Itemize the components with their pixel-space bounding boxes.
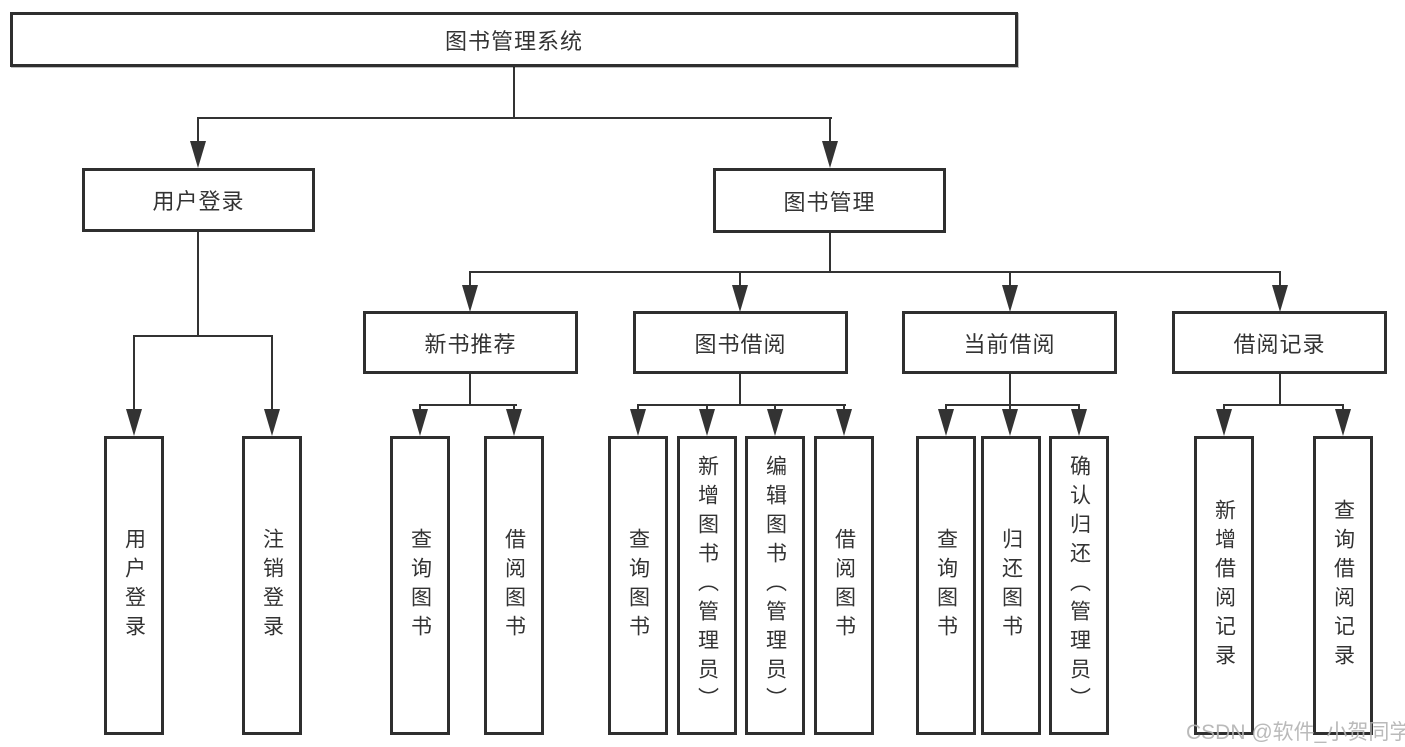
node-user-login: 用户登录: [82, 168, 315, 232]
leaf-query-books-recommend: 查询图书: [390, 436, 450, 735]
connector-line: [197, 231, 199, 337]
arrow-down-icon: [699, 409, 715, 436]
connector-line: [469, 373, 471, 406]
arrow-down-icon: [264, 409, 280, 436]
arrow-down-icon: [1071, 409, 1087, 436]
arrow-down-icon: [412, 409, 428, 436]
connector-line: [945, 404, 1080, 406]
leaf-user-login: 用户登录: [104, 436, 164, 735]
leaf-query-borrow-record: 查询借阅记录: [1313, 436, 1373, 735]
connector-line: [739, 271, 741, 287]
connector-line: [469, 271, 1281, 273]
node-label: 用户登录: [122, 527, 146, 644]
csdn-watermark: CSDN @软件_小贺同学: [1186, 721, 1405, 744]
connector-line: [271, 335, 273, 411]
arrow-down-icon: [822, 141, 838, 168]
leaf-confirm-return-admin: 确认归还（管理员）: [1049, 436, 1109, 735]
node-label: 借阅记录: [1233, 331, 1326, 357]
node-label: 借阅图书: [502, 527, 526, 644]
connector-line: [469, 271, 471, 287]
node-label: 新增借阅记录: [1212, 498, 1236, 673]
node-new-book-recommendation: 新书推荐: [363, 311, 578, 374]
node-label: 新书推荐: [424, 331, 517, 357]
node-label: 查询借阅记录: [1331, 498, 1355, 673]
node-label: 图书借阅: [694, 331, 787, 357]
connector-line: [1009, 271, 1011, 287]
connector-line: [1279, 373, 1281, 406]
node-label: 新增图书（管理员）: [695, 455, 719, 716]
arrow-down-icon: [506, 409, 522, 436]
node-book-borrowing: 图书借阅: [633, 311, 848, 374]
arrow-down-icon: [1272, 285, 1288, 312]
connector-line: [829, 117, 831, 145]
connector-line: [1279, 271, 1281, 287]
leaf-query-books-current: 查询图书: [916, 436, 976, 735]
node-book-management: 图书管理: [713, 168, 946, 233]
node-borrow-records: 借阅记录: [1172, 311, 1387, 374]
leaf-borrow-books-recommend: 借阅图书: [484, 436, 544, 735]
node-label: 查询图书: [934, 527, 958, 644]
arrow-down-icon: [1002, 285, 1018, 312]
connector-line: [197, 117, 832, 119]
arrow-down-icon: [462, 285, 478, 312]
leaf-add-borrow-record: 新增借阅记录: [1194, 436, 1254, 735]
leaf-edit-book-admin: 编辑图书（管理员）: [745, 436, 805, 735]
arrow-down-icon: [767, 409, 783, 436]
arrow-down-icon: [1002, 409, 1018, 436]
connector-line: [197, 117, 199, 145]
connector-line: [133, 335, 273, 337]
arrow-down-icon: [938, 409, 954, 436]
leaf-borrow-books: 借阅图书: [814, 436, 874, 735]
node-label: 查询图书: [626, 527, 650, 644]
node-label: 图书管理系统: [444, 28, 583, 54]
arrow-down-icon: [1216, 409, 1232, 436]
node-label: 确认归还（管理员）: [1067, 455, 1091, 716]
arrow-down-icon: [1335, 409, 1351, 436]
connector-line: [829, 231, 831, 273]
connector-line: [739, 373, 741, 406]
connector-line: [1009, 373, 1011, 406]
connector-line: [419, 404, 517, 406]
connector-line: [1223, 404, 1344, 406]
connector-line: [513, 67, 515, 118]
arrow-down-icon: [190, 141, 206, 168]
leaf-add-book-admin: 新增图书（管理员）: [677, 436, 737, 735]
node-label: 当前借阅: [963, 331, 1056, 357]
arrow-down-icon: [126, 409, 142, 436]
node-label: 查询图书: [408, 527, 432, 644]
leaf-return-books: 归还图书: [981, 436, 1041, 735]
node-label: 借阅图书: [832, 527, 856, 644]
arrow-down-icon: [630, 409, 646, 436]
leaf-logout: 注销登录: [242, 436, 302, 735]
node-label: 用户登录: [152, 189, 245, 214]
connector-line: [133, 335, 135, 411]
node-label: 注销登录: [260, 527, 284, 644]
node-label: 编辑图书（管理员）: [763, 455, 787, 716]
node-label: 归还图书: [999, 527, 1023, 644]
node-current-borrowing: 当前借阅: [902, 311, 1117, 374]
node-label: 图书管理: [783, 189, 876, 215]
arrow-down-icon: [732, 285, 748, 312]
leaf-query-books-borrowing: 查询图书: [608, 436, 668, 735]
arrow-down-icon: [836, 409, 852, 436]
node-library-management-system: 图书管理系统: [10, 12, 1018, 67]
connector-line: [637, 404, 846, 406]
